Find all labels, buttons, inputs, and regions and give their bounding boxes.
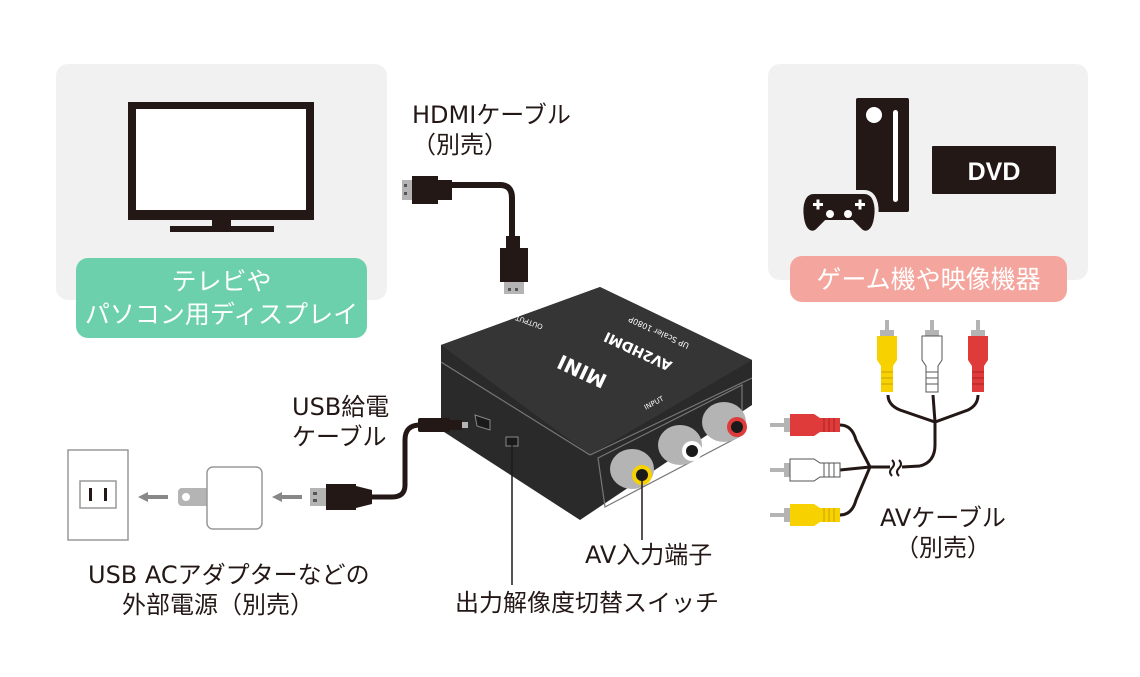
source-badge-label: ゲーム機や映像機器 [816, 264, 1041, 294]
rca-jack-yellow [610, 449, 654, 489]
game-controller-icon [799, 190, 879, 235]
mini-usb-port [474, 414, 491, 431]
usb-cable-icon [310, 418, 468, 510]
rca-plug-white-left [770, 458, 841, 482]
rca-av-cable-icon [770, 320, 988, 526]
rca-plug-yellow-left [770, 504, 840, 526]
ac-adapter-icon [178, 466, 263, 530]
arrow-left-icon [138, 492, 168, 502]
rca-plug-red [968, 320, 988, 392]
rca-jack-white [658, 425, 702, 465]
rca-plug-white [921, 320, 943, 393]
hdmi-cable-label: HDMIケーブル （別売） [412, 101, 571, 159]
av-cable-label: AVケーブル （別売） [880, 504, 1006, 562]
source-badge: ゲーム機や映像機器 [790, 256, 1067, 302]
tv-monitor-icon [128, 102, 314, 232]
usb-cable-label: USB給電 ケーブル [292, 393, 390, 451]
game-console-icon [856, 98, 909, 212]
hdmi-cable-icon [402, 176, 528, 294]
display-badge-line-2: パソコン用ディスプレイ [84, 300, 359, 329]
dvd-label: DVD [968, 158, 1021, 186]
arrow-left-icon [272, 492, 302, 502]
power-source-label: USB ACアダプターなどの 外部電源（別売） [88, 561, 370, 619]
av2hdmi-converter-icon: MINI AV2HDMI UP Scaler 1080P OUTPUT INPU… [440, 287, 753, 520]
rca-plug-red-left [770, 414, 840, 436]
switch-callout: 出力解像度切替スイッチ [455, 589, 719, 617]
av-input-callout: AV入力端子 [585, 541, 713, 569]
display-badge-line-1: テレビや [171, 267, 272, 296]
rca-jack-red [702, 402, 747, 442]
rca-plug-yellow [877, 320, 897, 392]
display-badge: テレビや パソコン用ディスプレイ [76, 258, 367, 338]
wall-outlet-icon [67, 449, 129, 541]
dvd-player-icon: DVD [932, 146, 1056, 194]
